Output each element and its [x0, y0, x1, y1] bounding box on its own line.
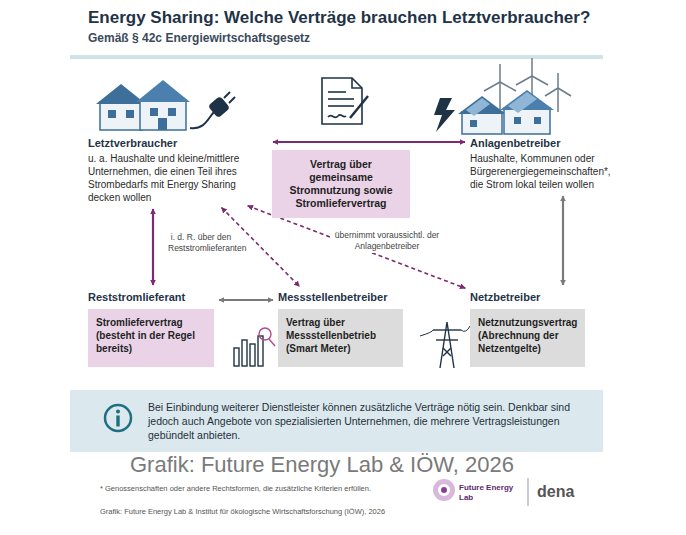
- contract-text: Vertrag über Messstellenbetrieb (Smart M…: [286, 317, 376, 354]
- edge-label: übernimmt voraussichtl. der Anlagenbetre…: [330, 229, 444, 253]
- source-note: Grafik: Future Energy Lab & Institut für…: [100, 507, 430, 516]
- node-heading: Messstellenbetreiber: [278, 290, 403, 304]
- party-supplier: ReststromlieferantStromliefervertrag (be…: [88, 290, 214, 367]
- meter-icon: [234, 328, 275, 366]
- node-heading: Anlagenbetreiber: [470, 136, 622, 150]
- node-heading: Netzbetreiber: [470, 290, 585, 304]
- watermark: Grafik: Future Energy Lab & IÖW, 2026: [130, 452, 514, 478]
- party-grid-operator: NetzbetreiberNetznutzungsvertrag (Abrech…: [470, 290, 585, 367]
- party-meter-operator: MessstellenbetreiberVertrag über Messste…: [278, 290, 403, 367]
- edge-label: i. d. R. über den Reststromlieferanten: [166, 231, 236, 255]
- contract-text: Stromliefervertrag (besteht in der Regel…: [96, 317, 195, 354]
- dashed-connector: [248, 206, 466, 288]
- logo-text: dena: [537, 483, 574, 501]
- solar-houses: [458, 90, 554, 134]
- info-band: Bei Einbindung weiterer Dienstleister kö…: [70, 390, 603, 452]
- node-body: u. a. Haushalte und kleine/mittlere Unte…: [88, 152, 268, 204]
- node-heading: Reststromlieferant: [88, 290, 214, 304]
- houses-icon: [96, 80, 190, 130]
- diagram-title: Energy Sharing: Welche Verträge brauchen…: [88, 8, 590, 28]
- pylon-icon: [420, 322, 470, 368]
- connector-arrow: [152, 209, 154, 285]
- node-body: Haushalte, Kommunen oder Bürgerenergiege…: [470, 152, 622, 191]
- lightning-icon: [434, 98, 455, 132]
- logo-text: Future Energy Lab: [459, 483, 521, 503]
- plug-icon: [190, 92, 235, 128]
- node-heading: Letztverbraucher: [88, 136, 268, 150]
- contract-icon: [322, 78, 368, 124]
- contract-box: Stromliefervertrag (besteht in der Regel…: [88, 309, 214, 367]
- contract-text: Vertrag über gemeinsame Stromnutzung sow…: [280, 158, 402, 210]
- logo-mark: [433, 478, 528, 506]
- footnote: * Genossenschaften oder andere Rechtsfor…: [100, 484, 420, 493]
- header-rule: [70, 55, 603, 59]
- connector-arrow: [219, 299, 273, 301]
- info-text: Bei Einbindung weiterer Dienstleister kö…: [148, 400, 589, 442]
- contract-text: Netznutzungsvertrag (Abrechnung der Netz…: [478, 317, 577, 354]
- party-consumer: Letztverbraucher u. a. Haushalte und klei…: [88, 136, 268, 204]
- contract-box: Vertrag über gemeinsame Stromnutzung sow…: [272, 150, 410, 218]
- contract-box: Vertrag über Messstellenbetrieb (Smart M…: [278, 309, 403, 367]
- subtitle: Gemäß § 42c Energiewirtschaftsgesetz: [88, 31, 310, 45]
- connector-arrow: [273, 141, 465, 143]
- contract-box: Netznutzungsvertrag (Abrechnung der Netz…: [470, 309, 585, 367]
- connector-arrow: [562, 196, 564, 285]
- info-icon: [100, 400, 136, 436]
- party-operator: AnlagenbetreiberHaushalte, Kommunen oder…: [470, 136, 622, 191]
